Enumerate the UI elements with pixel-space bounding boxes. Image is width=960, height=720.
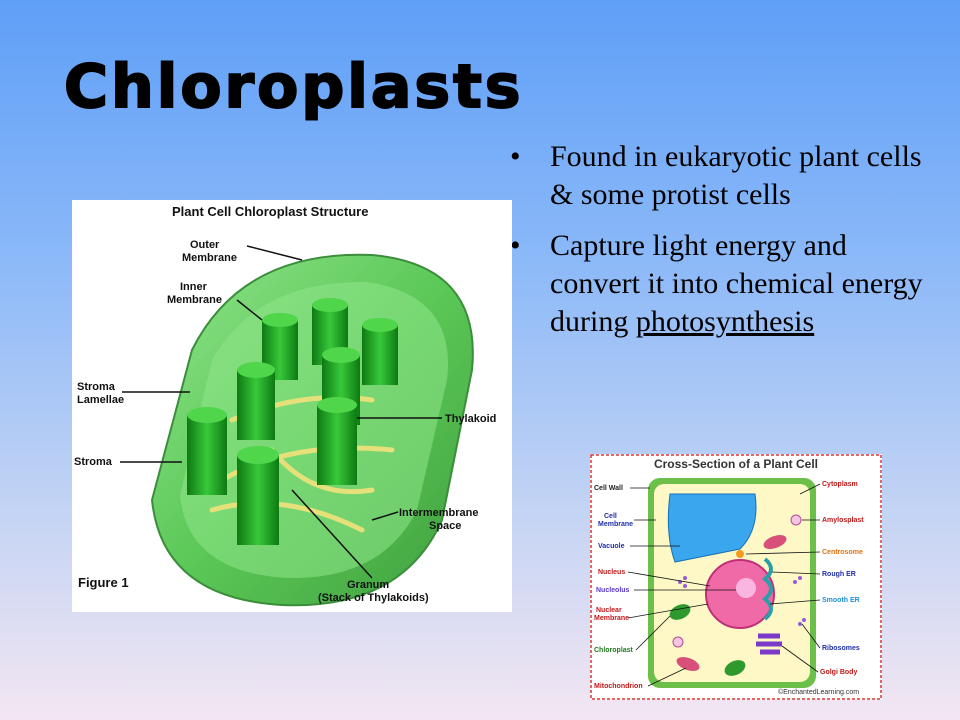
svg-text:Cytoplasm: Cytoplasm (822, 481, 858, 488)
bullet-text-1: Found in eukaryotic plant cells & some p… (550, 140, 922, 211)
svg-text:Thylakoid: Thylakoid (445, 413, 496, 425)
copyright-text: ©EnchantedLearning.com (778, 688, 859, 696)
plant-cell-figure: Cross-Section of a Plant Cell Cell Wall … (590, 454, 882, 700)
cell-right-labels: Cytoplasm Amylosplast Centrosome Rough E… (778, 481, 864, 696)
cell-body (648, 478, 816, 688)
bullet-marker: • (510, 140, 521, 173)
svg-text:Golgi Body: Golgi Body (820, 669, 857, 676)
svg-text:Vacuole: Vacuole (598, 543, 625, 550)
cell-leader-lines (627, 483, 821, 687)
svg-text:Ribosomes: Ribosomes (822, 645, 860, 652)
svg-text:Chloroplast: Chloroplast (594, 647, 634, 654)
slide-title: Chloroplasts (63, 51, 524, 123)
leader-lines (120, 245, 442, 579)
bullet-item-1: • Found in eukaryotic plant cells & some… (510, 138, 940, 214)
granum-stacks (187, 298, 398, 545)
svg-text:Amylosplast: Amylosplast (822, 517, 864, 524)
svg-text:Cell Wall: Cell Wall (594, 485, 623, 492)
bullet-list: • Found in eukaryotic plant cells & some… (510, 138, 940, 354)
cell-figure-title: Cross-Section of a Plant Cell (654, 457, 818, 471)
bullet-text-2: Capture light energy and convert it into… (550, 229, 923, 338)
svg-text:Figure 1: Figure 1 (78, 575, 129, 590)
bullet-item-2: • Capture light energy and convert it in… (510, 227, 940, 341)
svg-text:Mitochondrion: Mitochondrion (594, 683, 643, 690)
plant-cell-diagram: Cross-Section of a Plant Cell Cell Wall … (590, 454, 882, 700)
svg-text:Centrosome: Centrosome (822, 549, 863, 556)
svg-text:Granum(Stack of Thylakoids): Granum(Stack of Thylakoids) (318, 579, 429, 604)
bullet-marker: • (510, 229, 521, 262)
svg-text:Nucleolus: Nucleolus (596, 587, 630, 594)
svg-text:Nucleus: Nucleus (598, 569, 625, 576)
figure-title: Plant Cell Chloroplast Structure (172, 204, 368, 219)
svg-text:Stroma: Stroma (74, 456, 113, 468)
svg-text:Rough ER: Rough ER (822, 571, 856, 578)
svg-text:Smooth ER: Smooth ER (822, 597, 860, 604)
photosynthesis-term: photosynthesis (635, 305, 815, 338)
